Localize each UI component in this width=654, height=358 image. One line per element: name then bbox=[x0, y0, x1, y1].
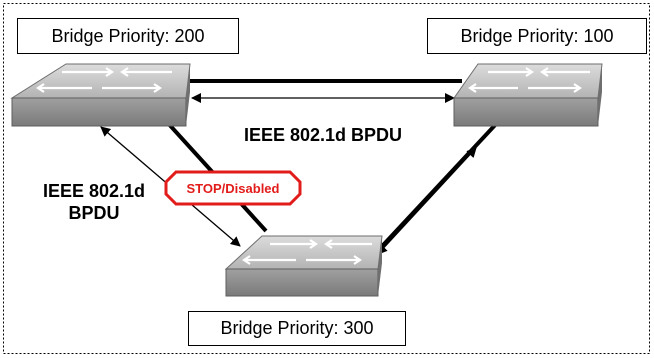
bpdu-label-left-line2: BPDU bbox=[68, 203, 120, 223]
switch-top-left[interactable] bbox=[10, 63, 191, 127]
switch-top-right[interactable] bbox=[453, 63, 603, 127]
stop-disabled-sign: STOP/Disabled bbox=[164, 170, 302, 206]
stop-disabled-text: STOP/Disabled bbox=[187, 181, 280, 196]
bpdu-label-left-line1: IEEE 802.1d bbox=[42, 181, 146, 201]
priority-label-top-right: Bridge Priority: 100 bbox=[427, 18, 647, 54]
switch-bottom[interactable] bbox=[224, 235, 383, 297]
switch-arrows-icon bbox=[36, 67, 172, 93]
bpdu-label-left: IEEE 802.1d BPDU bbox=[28, 180, 160, 224]
diagram-frame bbox=[3, 3, 650, 354]
bpdu-label-top: IEEE 802.1d BPDU bbox=[243, 125, 403, 145]
priority-label-bottom: Bridge Priority: 300 bbox=[188, 311, 406, 346]
priority-label-top-left: Bridge Priority: 200 bbox=[17, 18, 239, 54]
switch-arrows-icon bbox=[468, 67, 590, 93]
switch-arrows-icon bbox=[242, 239, 372, 265]
bpdu-arrow-right bbox=[377, 147, 477, 255]
